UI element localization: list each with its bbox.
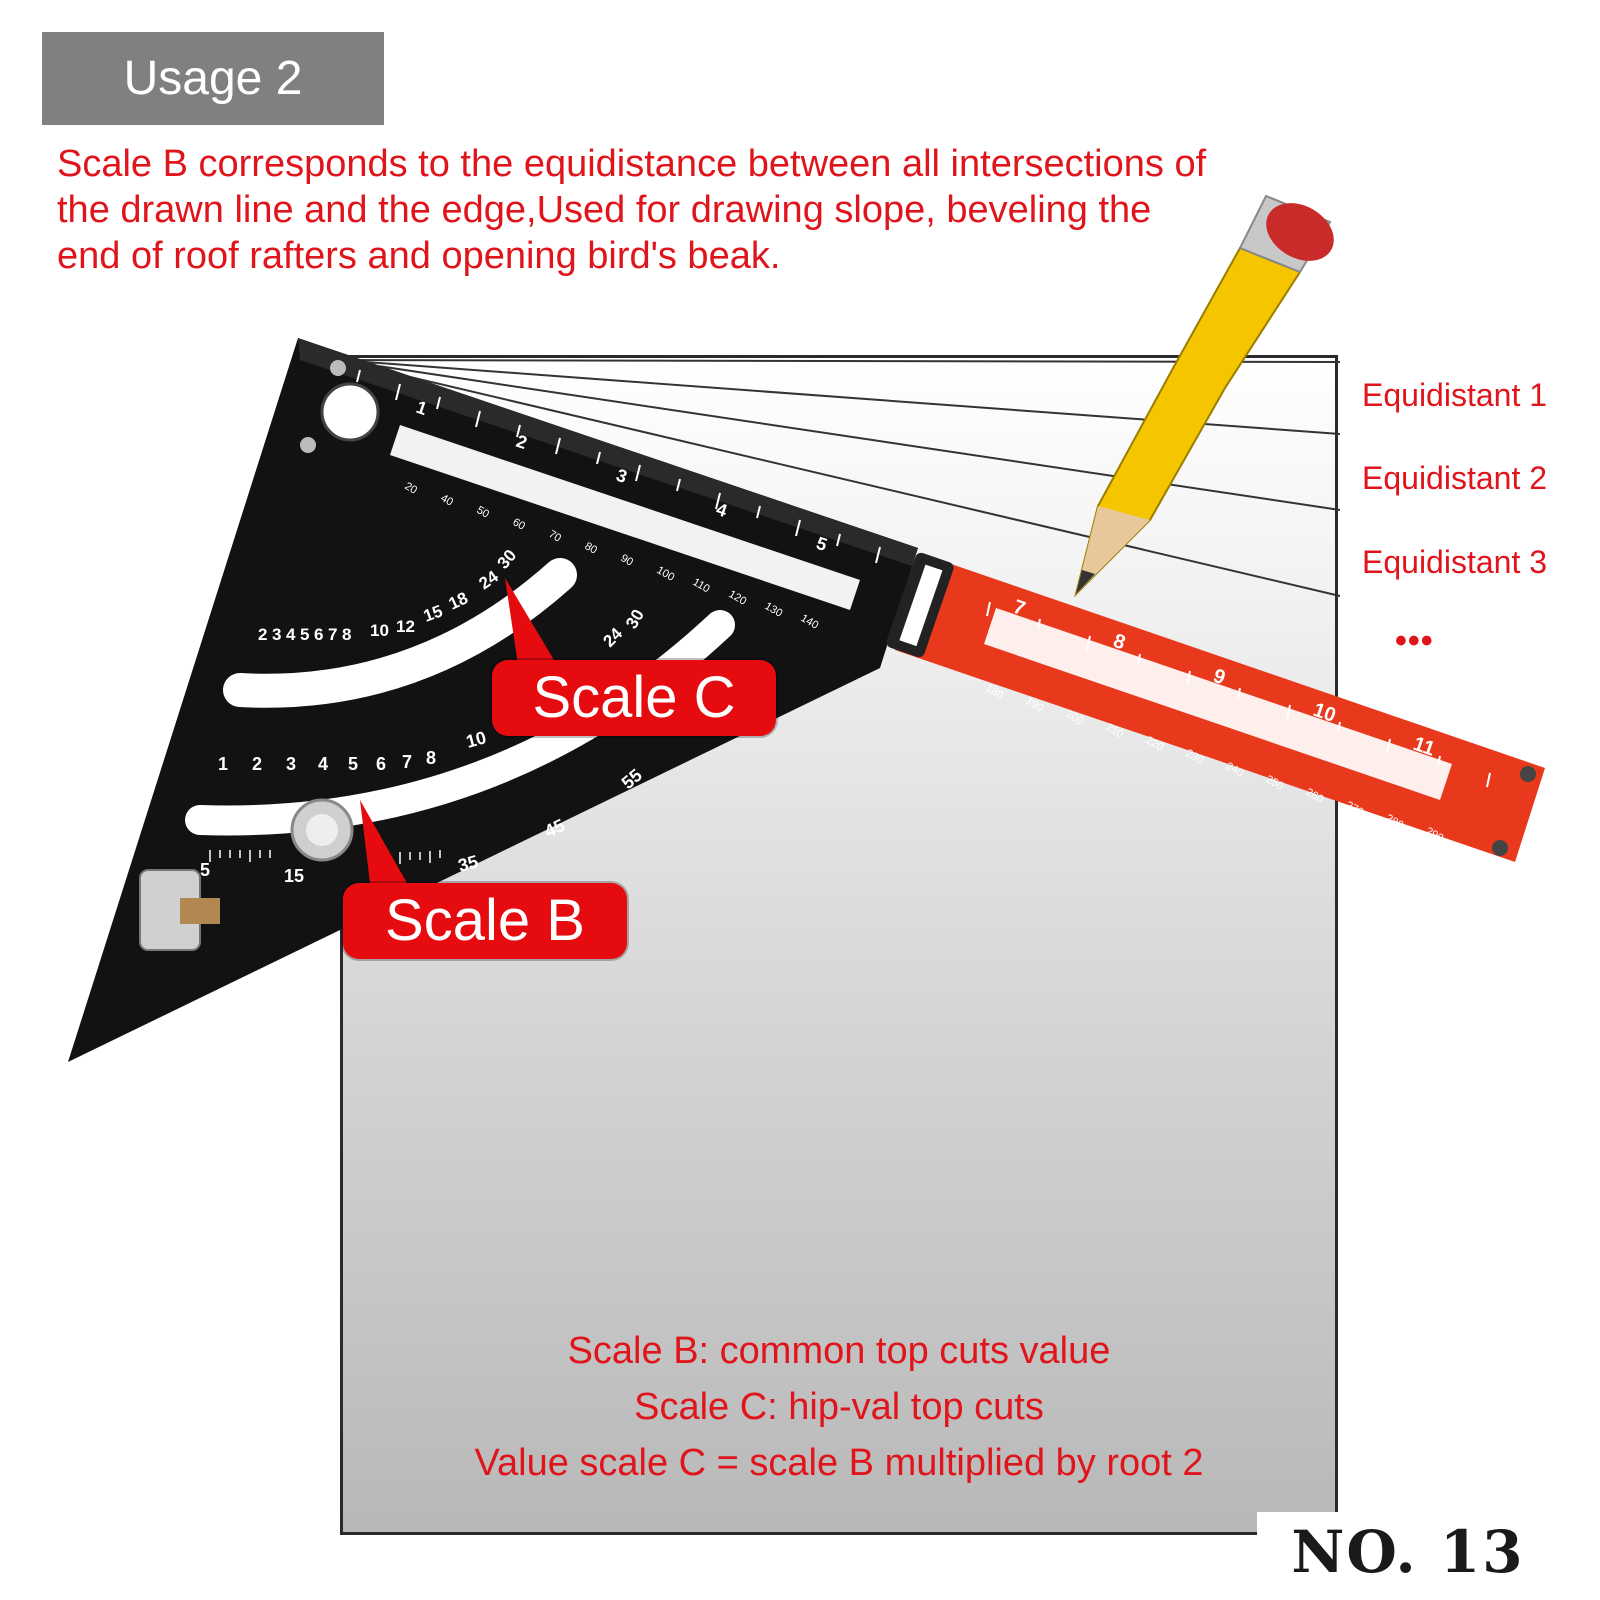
ellipsis-dots: •••: [1395, 622, 1434, 660]
ruler-mark: 70: [547, 528, 564, 545]
intro-text: Scale B corresponds to the equidistance …: [57, 141, 1357, 279]
ruler-mark: 1: [218, 754, 228, 774]
drawn-line: [337, 359, 1341, 597]
ruler-mark: 6: [314, 625, 323, 644]
ruler-mark: 2: [252, 754, 262, 774]
ruler-mark: 8: [426, 748, 436, 768]
ruler-mark: 60: [511, 516, 528, 533]
intro-line: the drawn line and the edge,Used for dra…: [57, 189, 1152, 231]
ruler-mark: 7: [328, 625, 337, 644]
scale-c-pointer: [505, 578, 560, 678]
equidistant-label: Equidistant 2: [1362, 460, 1548, 496]
ruler-mark: 40: [439, 492, 456, 509]
ruler-mark: 6: [376, 754, 386, 774]
drawn-line: [337, 359, 1341, 363]
note-line: Scale B: common top cuts value: [567, 1330, 1111, 1372]
ruler-mark: 4: [318, 754, 328, 774]
ruler-mark: 80: [583, 540, 600, 557]
extension-ruler: 7 8 9 10 11 180 190 200 210 220 230 240 …: [895, 555, 1545, 862]
ruler-mark: 5: [200, 860, 210, 880]
scale-c-callout: Scale C: [492, 660, 776, 736]
ruler-mark: 5: [348, 754, 358, 774]
ruler-mark: 10: [370, 621, 389, 640]
equidistant-label: Equidistant 3: [1362, 544, 1548, 580]
pencil: [1074, 194, 1334, 598]
scale-notes: Scale B: common top cuts value Scale C: …: [340, 1323, 1338, 1491]
intro-line: Scale B corresponds to the equidistance …: [57, 143, 1207, 185]
ruler-mark: 2: [258, 625, 267, 644]
drawn-line: [337, 359, 1341, 511]
page-number-badge: NO. 13: [1257, 1512, 1559, 1592]
note-line: Value scale C = scale B multiplied by ro…: [474, 1442, 1204, 1484]
equidistant-label: Equidistant 1: [1362, 377, 1548, 413]
usage-tag: Usage 2: [42, 32, 384, 125]
ruler-mark: 7: [402, 752, 412, 772]
ruler-mark: 8: [342, 625, 351, 644]
ruler-mark: 3: [272, 625, 281, 644]
ruler-mark: 50: [475, 504, 492, 521]
ruler-mark: 5: [300, 625, 309, 644]
ruler-mark: 12: [396, 617, 415, 636]
note-line: Scale C: hip-val top cuts: [634, 1386, 1044, 1428]
ruler-mark: 15: [284, 866, 304, 886]
ruler-mark: 3: [286, 754, 296, 774]
scale-b-callout: Scale B: [343, 883, 627, 959]
ruler-mark: 4: [286, 625, 296, 644]
intro-line: end of roof rafters and opening bird's b…: [57, 235, 781, 277]
ruler-mark: 20: [403, 480, 420, 497]
ruler-mark: 90: [619, 552, 636, 569]
scale-b-pointer: [360, 800, 412, 900]
